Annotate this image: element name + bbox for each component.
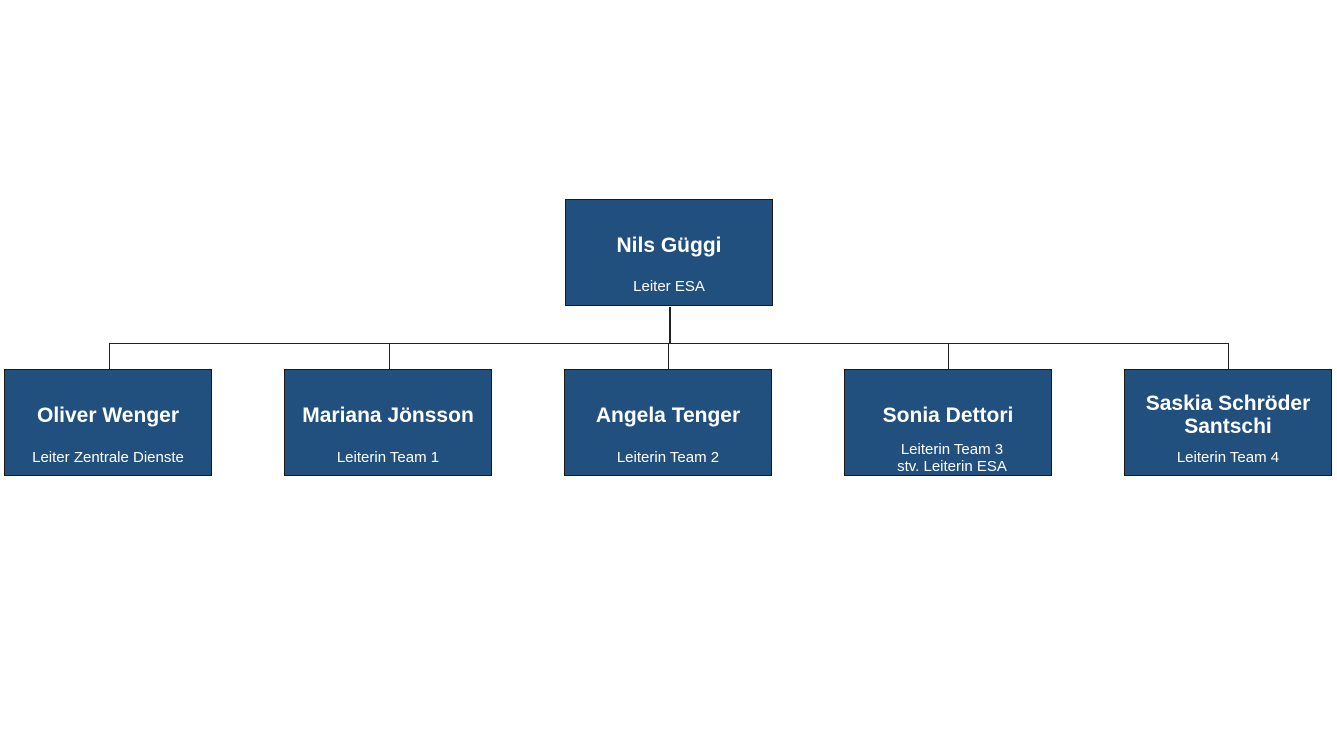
connector-child-5 [1228,343,1229,369]
node-role: Leiter ESA [633,278,705,295]
org-node-angela-tenger[interactable]: Angela Tenger Leiterin Team 2 [564,369,772,476]
connector-child-3 [668,343,669,369]
node-role: Leiterin Team 2 [616,449,720,466]
node-role: Leiterin Team 4 [1176,449,1280,466]
org-node-root[interactable]: Nils Güggi Leiter ESA [565,199,773,306]
connector-child-2 [389,343,390,369]
node-name: Oliver Wenger [37,404,179,427]
node-name: Mariana Jönsson [302,404,474,427]
node-role-secondary: stv. Leiterin ESA [897,458,1007,475]
node-name: Angela Tenger [595,404,741,427]
org-node-sonia-dettori[interactable]: Sonia Dettori Leiterin Team 3 stv. Leite… [844,369,1052,476]
connector-horizontal [109,343,1229,344]
node-name: Nils Güggi [616,234,722,257]
connector-child-4 [948,343,949,369]
node-role: Leiter Zentrale Dienste [32,449,184,466]
node-name-line2: Santschi [1184,415,1272,438]
org-node-oliver-wenger[interactable]: Oliver Wenger Leiter Zentrale Dienste [4,369,212,476]
node-role: Leiterin Team 1 [336,449,440,466]
node-name: Saskia Schröder [1145,392,1311,415]
org-node-saskia-schroeder-santschi[interactable]: Saskia Schröder Santschi Leiterin Team 4 [1124,369,1332,476]
org-node-mariana-joensson[interactable]: Mariana Jönsson Leiterin Team 1 [284,369,492,476]
connector-child-1 [109,343,110,369]
connector-root [669,307,671,344]
node-role: Leiterin Team 3 [900,441,1004,458]
node-name: Sonia Dettori [882,404,1014,427]
